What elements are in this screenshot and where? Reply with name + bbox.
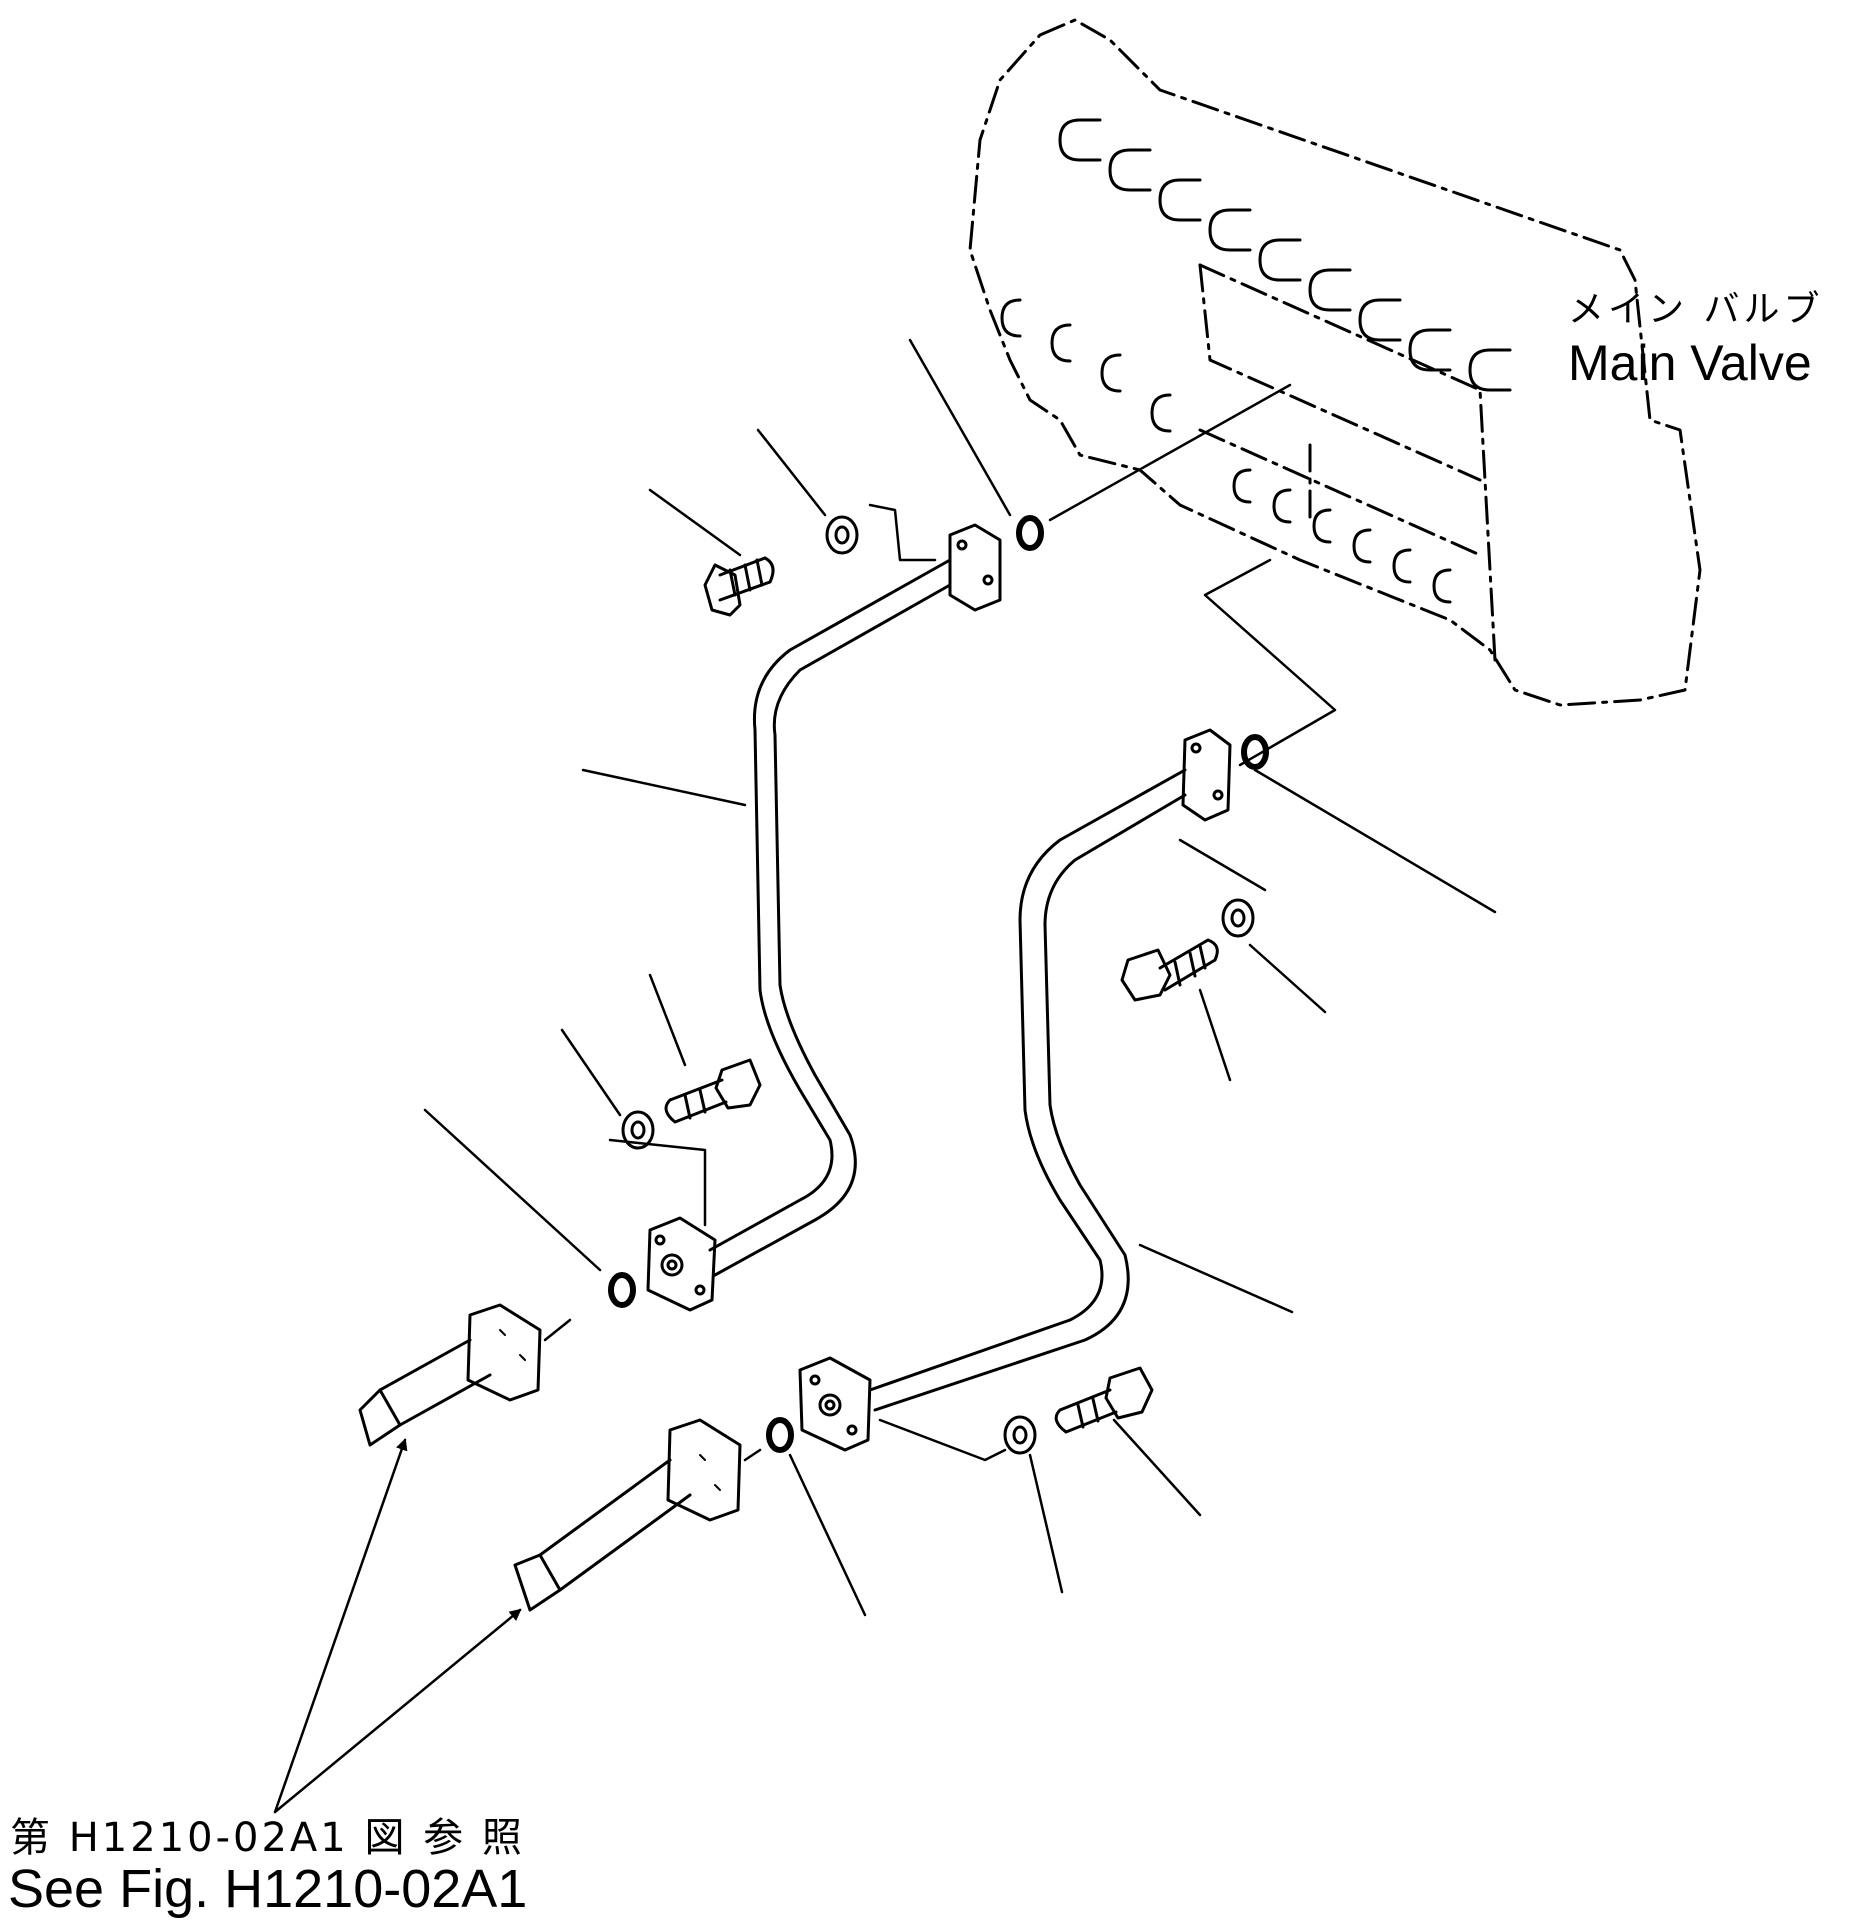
existing-pipe-lower <box>513 1418 742 1612</box>
reference-label-jp: 第 H1210-02A1 図 参 照 <box>10 1815 525 1861</box>
upper-tube <box>646 523 1002 1312</box>
leader-lines <box>423 338 1497 1617</box>
reference-arrows <box>273 1438 522 1814</box>
o-rings <box>608 515 1269 1453</box>
main-valve-label-en: Main Valve <box>1568 335 1812 391</box>
lower-tube <box>798 728 1232 1452</box>
washers <box>621 515 1255 1455</box>
main-valve-label-jp: メイン バルブ <box>1568 289 1824 330</box>
existing-pipe-upper <box>358 1303 542 1447</box>
reference-label-en: See Fig. H1210-02A1 <box>8 1859 528 1919</box>
valve-spools <box>1000 118 1512 604</box>
bolts <box>664 556 1219 1434</box>
main-valve-body <box>968 18 1702 707</box>
